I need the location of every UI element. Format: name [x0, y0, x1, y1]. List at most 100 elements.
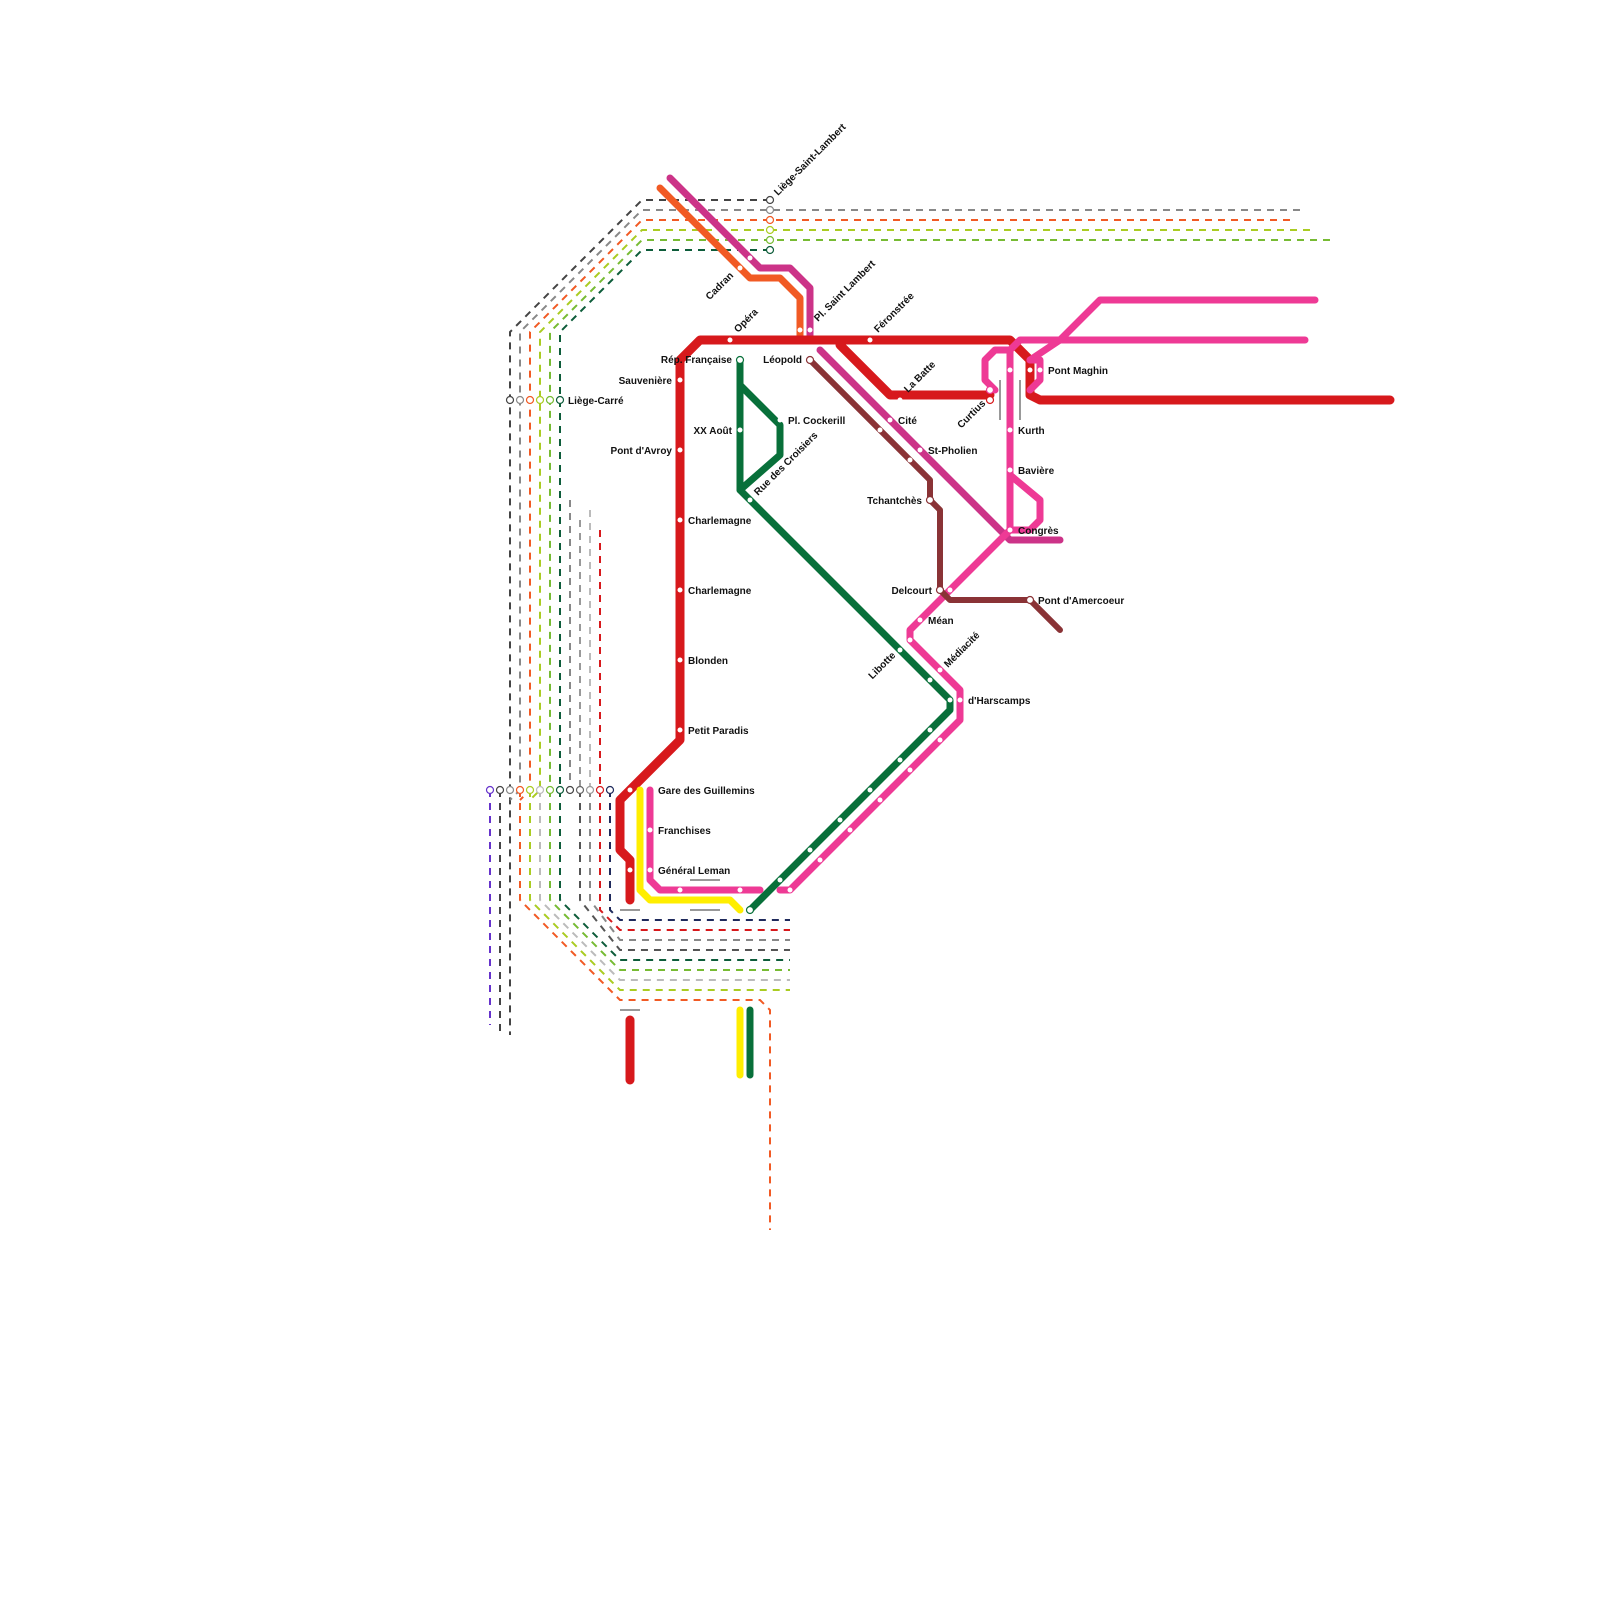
- label-franchises: Franchises: [658, 826, 711, 837]
- station-dot[interactable]: [737, 887, 743, 893]
- station-marker[interactable]: [765, 195, 775, 205]
- station-marker[interactable]: [555, 395, 565, 405]
- label-dharscamps: d'Harscamps: [968, 696, 1031, 707]
- station-dot[interactable]: [867, 787, 873, 793]
- station-dot[interactable]: [867, 337, 873, 343]
- station-dot[interactable]: [947, 587, 953, 593]
- station-marker[interactable]: [735, 355, 745, 365]
- station-dot[interactable]: [947, 697, 953, 703]
- station-dot[interactable]: [677, 887, 683, 893]
- station-marker[interactable]: [985, 395, 995, 405]
- station-marker[interactable]: [925, 495, 935, 505]
- station-marker[interactable]: [575, 785, 585, 795]
- station-dot[interactable]: [807, 847, 813, 853]
- station-dot[interactable]: [677, 727, 683, 733]
- station-marker[interactable]: [565, 785, 575, 795]
- station-marker[interactable]: [485, 785, 495, 795]
- station-marker[interactable]: [935, 585, 945, 595]
- station-dot[interactable]: [627, 867, 633, 873]
- station-dot[interactable]: [927, 677, 933, 683]
- station-marker[interactable]: [545, 395, 555, 405]
- station-dot[interactable]: [677, 657, 683, 663]
- station-marker[interactable]: [595, 785, 605, 795]
- station-dot[interactable]: [897, 647, 903, 653]
- station-dot[interactable]: [897, 397, 903, 403]
- station-dot[interactable]: [917, 617, 923, 623]
- station-marker[interactable]: [765, 235, 775, 245]
- label-rep-francaise: Rép. Française: [661, 355, 733, 366]
- station-dot[interactable]: [737, 427, 743, 433]
- station-dot[interactable]: [897, 757, 903, 763]
- station-marker[interactable]: [505, 395, 515, 405]
- station-dot[interactable]: [937, 737, 943, 743]
- station-dot[interactable]: [1007, 367, 1013, 373]
- station-dot[interactable]: [907, 767, 913, 773]
- station-marker[interactable]: [985, 385, 995, 395]
- station-dot[interactable]: [677, 377, 683, 383]
- station-marker[interactable]: [1025, 595, 1035, 605]
- line-green-loop: [736, 381, 784, 494]
- station-dot[interactable]: [627, 787, 633, 793]
- station-dot[interactable]: [887, 417, 893, 423]
- label-congres: Congrès: [1018, 526, 1059, 537]
- station-marker[interactable]: [545, 785, 555, 795]
- label-la-batte: La Batte: [902, 359, 938, 395]
- label-cadran: Cadran: [704, 270, 736, 302]
- station-dot[interactable]: [747, 255, 753, 261]
- station-dot[interactable]: [647, 867, 653, 873]
- station-marker[interactable]: [555, 785, 565, 795]
- line-pink-west: [646, 786, 764, 894]
- station-dot[interactable]: [1007, 527, 1013, 533]
- station-dot[interactable]: [677, 587, 683, 593]
- station-dot[interactable]: [937, 667, 943, 673]
- station-dot[interactable]: [817, 857, 823, 863]
- station-dot[interactable]: [1027, 367, 1033, 373]
- station-dot[interactable]: [677, 447, 683, 453]
- station-marker[interactable]: [515, 785, 525, 795]
- station-dot[interactable]: [927, 727, 933, 733]
- label-general-leman: Général Leman: [658, 866, 730, 877]
- station-marker[interactable]: [535, 395, 545, 405]
- station-marker[interactable]: [765, 205, 775, 215]
- station-dot[interactable]: [797, 327, 803, 333]
- station-dot[interactable]: [677, 517, 683, 523]
- station-dot[interactable]: [777, 877, 783, 883]
- station-dot[interactable]: [1037, 367, 1043, 373]
- station-marker[interactable]: [505, 785, 515, 795]
- station-marker[interactable]: [585, 785, 595, 795]
- station-dot[interactable]: [837, 817, 843, 823]
- station-dot[interactable]: [727, 337, 733, 343]
- station-marker[interactable]: [805, 355, 815, 365]
- station-dot[interactable]: [807, 327, 813, 333]
- station-dot[interactable]: [957, 697, 963, 703]
- station-dot[interactable]: [747, 497, 753, 503]
- station-marker[interactable]: [535, 785, 545, 795]
- station-dot[interactable]: [907, 457, 913, 463]
- station-marker[interactable]: [525, 785, 535, 795]
- station-dot[interactable]: [777, 417, 783, 423]
- station-dot[interactable]: [737, 265, 743, 271]
- station-dot[interactable]: [1007, 467, 1013, 473]
- station-dot[interactable]: [787, 887, 793, 893]
- rail-line-darkgrey-south-2: [579, 790, 790, 951]
- rail-line-lime-south: [529, 790, 790, 991]
- label-leopold: Léopold: [763, 355, 802, 366]
- station-marker[interactable]: [605, 785, 615, 795]
- station-marker[interactable]: [765, 215, 775, 225]
- station-dot[interactable]: [877, 797, 883, 803]
- station-marker[interactable]: [765, 225, 775, 235]
- label-pl-saint-lambert: Pl. Saint Lambert: [812, 258, 878, 324]
- station-dot[interactable]: [907, 637, 913, 643]
- station-marker[interactable]: [515, 395, 525, 405]
- station-dot[interactable]: [917, 447, 923, 453]
- station-marker[interactable]: [495, 785, 505, 795]
- station-marker[interactable]: [765, 245, 775, 255]
- station-dot[interactable]: [877, 427, 883, 433]
- station-dot[interactable]: [1007, 427, 1013, 433]
- line-red-batte: [835, 340, 995, 400]
- station-dot[interactable]: [847, 827, 853, 833]
- station-marker[interactable]: [745, 905, 755, 915]
- station-dot[interactable]: [647, 827, 653, 833]
- station-marker[interactable]: [525, 395, 535, 405]
